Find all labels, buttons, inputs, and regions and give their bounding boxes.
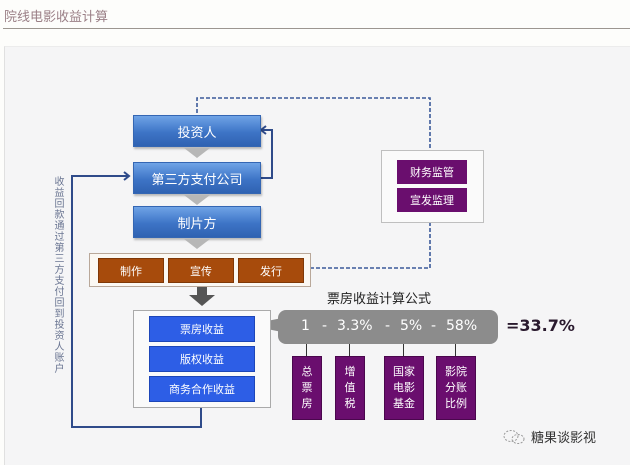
label-vat-text: 增值税 (344, 365, 356, 410)
label-cinema-share: 影院分账比例 (436, 356, 476, 420)
regulator-dashed-link (196, 97, 431, 269)
revenue-copyright: 版权收益 (149, 346, 255, 372)
label-total-box-office: 总票房 (292, 356, 322, 420)
down-arrow-2 (184, 195, 210, 205)
arrowhead-investor (259, 125, 267, 135)
revenue-frame: 票房收益 版权收益 商务合作收益 (133, 310, 271, 408)
formula-bar: 1 - 3.3% - 5% - 58% (278, 310, 498, 344)
big-arrow-stem (197, 287, 207, 295)
label-total-box-office-text: 总票房 (301, 365, 313, 410)
regulator-financial: 财务监管 (397, 160, 467, 184)
stage-promotion: 宣传 (168, 258, 234, 283)
formula-term-fund: 5% (400, 318, 423, 334)
stage-production: 制作 (98, 258, 164, 283)
watermark: 糖果谈影视 (503, 427, 596, 446)
revenue-box-office: 票房收益 (149, 316, 255, 342)
return-to-investor-link (258, 129, 273, 179)
stem-2 (349, 344, 350, 356)
formula-term-total: 1 (301, 318, 310, 334)
formula-term-vat: 3.3% (337, 318, 373, 334)
wechat-icon (503, 429, 525, 444)
stem-3 (403, 344, 404, 356)
stem-4 (455, 344, 456, 356)
node-third-party-payment: 第三方支付公司 (133, 162, 261, 194)
down-arrow-1 (184, 148, 210, 158)
formula-op-1: - (322, 318, 328, 334)
stem-1 (306, 344, 307, 356)
down-arrow-3 (184, 239, 210, 249)
label-film-fund-text: 国家电影基金 (393, 365, 415, 410)
revenue-business-cooperation: 商务合作收益 (149, 376, 255, 402)
revenue-return-link (71, 175, 202, 428)
node-producer: 制片方 (133, 206, 261, 238)
regulator-frame: 财务监管 宣发监理 (381, 150, 484, 223)
regulator-publicity: 宣发监理 (397, 188, 467, 212)
label-cinema-share-text: 影院分账比例 (445, 365, 467, 410)
label-vat: 增值税 (335, 356, 365, 420)
arrowhead-third-party (123, 171, 131, 181)
stage-distribution: 发行 (238, 258, 304, 283)
node-investor: 投资人 (133, 115, 261, 147)
side-note-text: 收益回款通过第三方支付回到投资人账户 (52, 176, 63, 374)
watermark-text: 糖果谈影视 (531, 431, 597, 446)
page-title: 院线电影收益计算 (4, 10, 109, 25)
formula-op-2: - (385, 318, 391, 334)
title-divider (3, 28, 630, 29)
formula-result: =33.7% (506, 316, 575, 335)
big-down-arrow-icon (189, 295, 215, 306)
formula-title: 票房收益计算公式 (327, 292, 432, 307)
formula-op-3: - (431, 318, 437, 334)
formula-term-cinema-share: 58% (446, 318, 478, 334)
label-film-fund: 国家电影基金 (384, 356, 424, 420)
stages-frame: 制作 宣传 发行 (89, 253, 311, 287)
